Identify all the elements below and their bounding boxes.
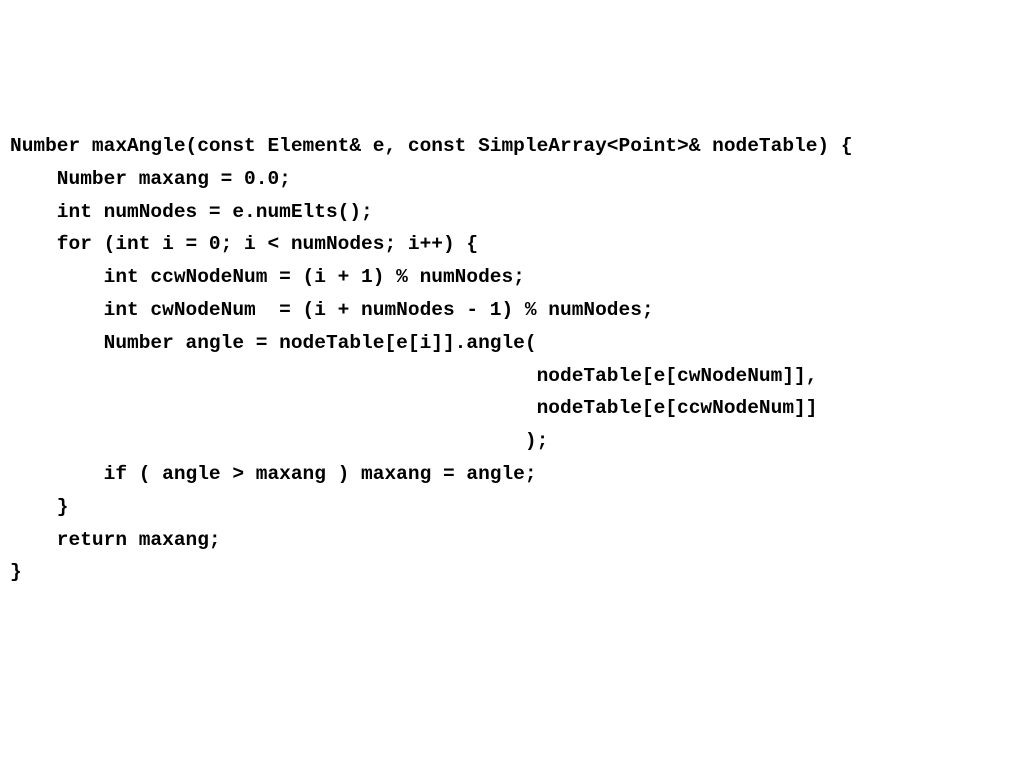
code-line-angle-close: ); <box>10 430 549 453</box>
code-line-function-signature: Number maxAngle(const Element& e, const … <box>10 135 853 157</box>
code-line-for-close: } <box>10 495 69 518</box>
code-line-angle-arg2: nodeTable[e[ccwNodeNum]] <box>10 397 818 420</box>
code-line-angle-call: Number angle = nodeTable[e[i]].angle( <box>10 331 537 354</box>
code-line-function-close: } <box>10 561 22 584</box>
code-line-if-maxang: if ( angle > maxang ) maxang = angle; <box>10 462 537 485</box>
code-listing: Number maxAngle(const Element& e, const … <box>10 130 853 589</box>
code-line-maxang-init: Number maxang = 0.0; <box>10 167 291 190</box>
code-line-cwnodenum: int cwNodeNum = (i + numNodes - 1) % num… <box>10 298 654 321</box>
code-line-numnodes-init: int numNodes = e.numElts(); <box>10 200 373 223</box>
code-line-ccwnodenum: int ccwNodeNum = (i + 1) % numNodes; <box>10 266 525 289</box>
code-line-angle-arg1: nodeTable[e[cwNodeNum]], <box>10 364 818 387</box>
code-line-return: return maxang; <box>10 528 221 551</box>
code-line-for-loop: for (int i = 0; i < numNodes; i++) { <box>10 233 479 256</box>
